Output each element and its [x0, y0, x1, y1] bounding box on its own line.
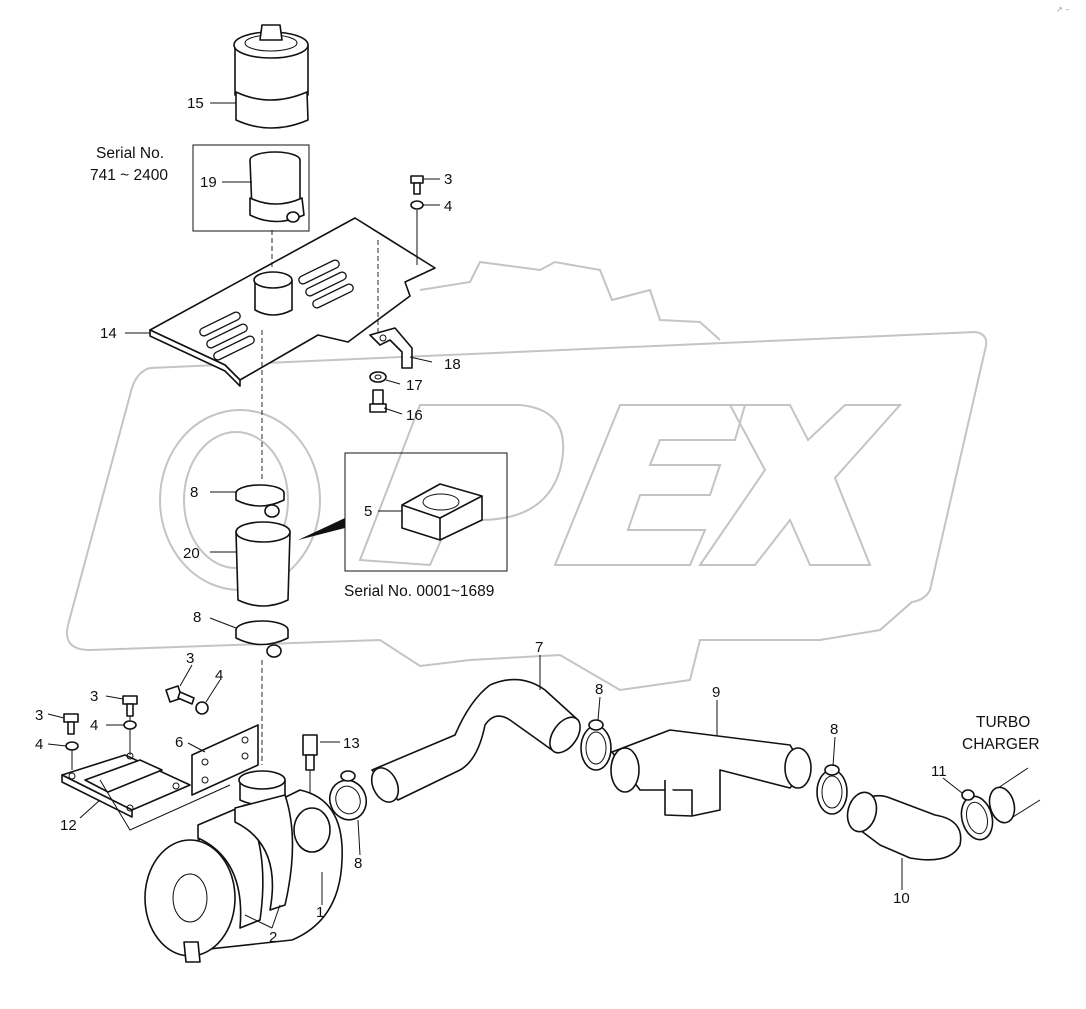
hose-7	[370, 678, 581, 803]
label-6: 6	[175, 734, 183, 751]
notes: Serial No. 741 ~ 2400 Serial No. 0001~16…	[90, 145, 1040, 753]
label-5: 5	[364, 503, 372, 520]
label-13: 13	[343, 735, 360, 752]
mounting-bands-2	[197, 794, 294, 929]
hose-clamp-8-upper	[235, 484, 285, 518]
label-3-c: 3	[186, 650, 194, 667]
support-bracket-12	[61, 752, 231, 831]
label-4-a: 4	[35, 736, 43, 753]
label-7: 7	[535, 639, 543, 656]
label-3-a: 3	[35, 707, 43, 724]
serial-note-top-line1: Serial No.	[96, 145, 164, 162]
corner-mark: ↗ –	[1056, 5, 1069, 14]
label-8-mid: 8	[595, 681, 603, 698]
label-15: 15	[187, 95, 204, 112]
label-10: 10	[893, 890, 910, 907]
opex-watermark	[66, 260, 988, 692]
label-2: 2	[269, 929, 277, 946]
hose-20	[235, 521, 291, 607]
washer-17	[369, 371, 387, 383]
washer-4-top	[410, 200, 424, 210]
air-cleaner-cap-15	[233, 24, 309, 129]
mounting-plate-14	[149, 217, 436, 387]
label-16: 16	[406, 407, 423, 424]
hose-clamp-8-lower	[235, 620, 289, 658]
bolt-16	[369, 389, 387, 413]
leader-lines	[47, 102, 963, 929]
label-12: 12	[60, 817, 77, 834]
label-14: 14	[100, 325, 117, 342]
serial-note-top-line2: 741 ~ 2400	[90, 167, 168, 184]
label-3-b: 3	[90, 688, 98, 705]
label-11: 11	[931, 763, 947, 780]
label-8-lower: 8	[193, 609, 201, 626]
label-3-top: 3	[444, 171, 452, 188]
hose-10	[846, 791, 962, 861]
hose-clamp-11	[960, 789, 994, 841]
bolt-3-left-c	[165, 685, 195, 705]
hose-clamp-8-right	[816, 764, 848, 815]
label-19: 19	[200, 174, 217, 191]
turbo-label-line2: CHARGER	[962, 736, 1040, 753]
part-labels: 15 19 3 4 14 18 17 16 8 5 20 8 3 4 3 4 3…	[35, 95, 947, 946]
label-18: 18	[444, 356, 461, 373]
label-4-c: 4	[215, 667, 223, 684]
bolt-3-left-b	[122, 695, 138, 717]
pipe-19-inset	[192, 144, 310, 232]
hose-clamp-8-body	[328, 770, 368, 821]
hose-clamp-8-mid	[580, 719, 612, 771]
label-8-right: 8	[830, 721, 838, 738]
label-4-top: 4	[444, 198, 452, 215]
assembly-lines	[71, 210, 418, 770]
serial-note-inset: Serial No. 0001~1689	[344, 583, 494, 600]
label-8-body: 8	[354, 855, 362, 872]
label-20: 20	[183, 545, 200, 562]
washer-4-left-b	[123, 720, 137, 730]
turbocharger-inlet	[988, 767, 1041, 824]
washer-4-left-c	[195, 701, 209, 715]
inset-block-5	[298, 452, 508, 572]
bracket-18	[369, 327, 413, 369]
bolt-3-top	[410, 175, 424, 195]
washer-4-left-a	[65, 741, 79, 751]
pipe-9	[610, 729, 812, 817]
label-9: 9	[712, 684, 720, 701]
plate-6	[191, 724, 259, 796]
bolt-3-left-a	[63, 713, 79, 735]
label-17: 17	[406, 377, 423, 394]
label-8-upper: 8	[190, 484, 198, 501]
label-4-b: 4	[90, 717, 98, 734]
turbo-label-line1: TURBO	[976, 714, 1030, 731]
label-1: 1	[316, 904, 324, 921]
